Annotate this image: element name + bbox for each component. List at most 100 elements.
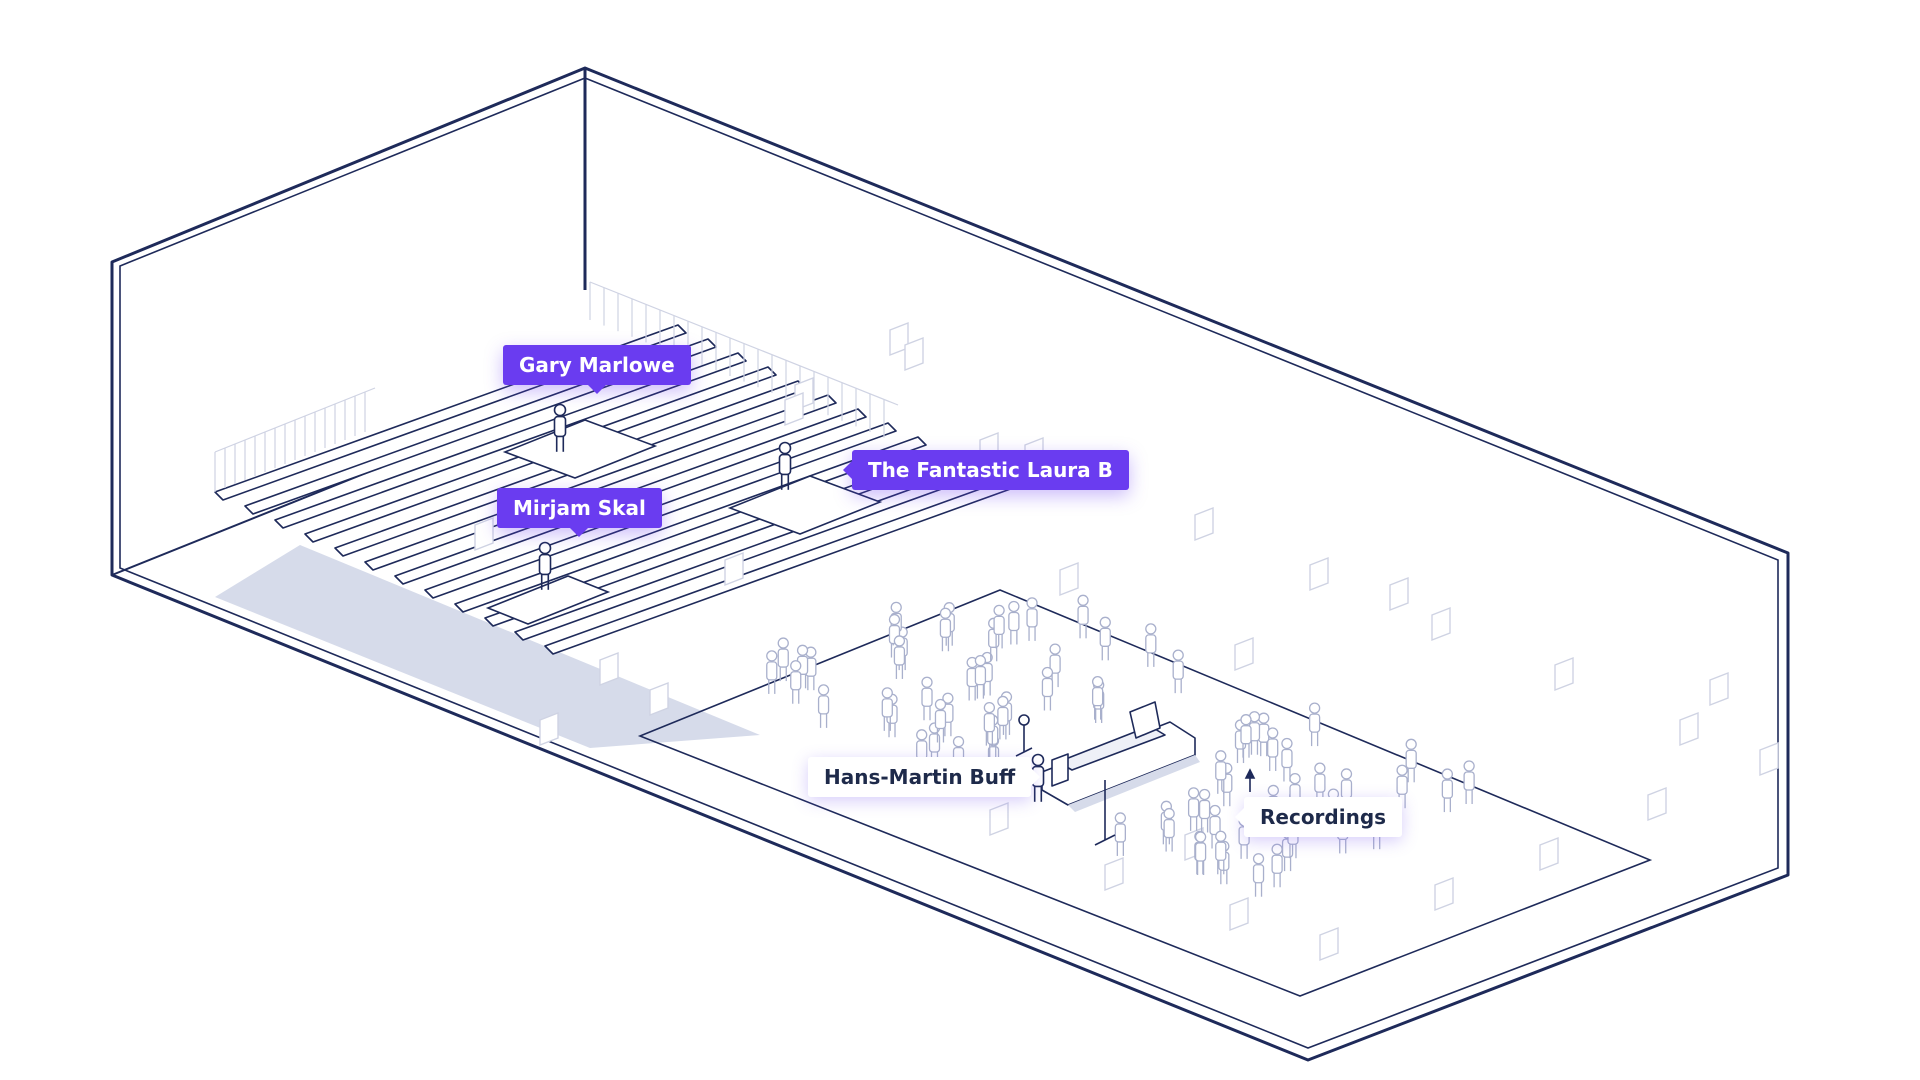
person-body [1172, 660, 1184, 680]
person-body [1114, 823, 1126, 843]
person-head [1441, 768, 1454, 780]
audience-person [881, 687, 893, 731]
audience-person [1248, 711, 1261, 755]
prop-box [1554, 656, 1574, 692]
audience-person [1077, 594, 1089, 639]
audience-person [817, 684, 830, 728]
person-head [1008, 600, 1020, 613]
person-head [766, 650, 778, 662]
callout-label: Gary Marlowe [519, 353, 675, 377]
audience-person [1281, 737, 1293, 782]
person-body [939, 618, 952, 638]
person-body [817, 695, 830, 715]
person-body [1163, 818, 1175, 839]
prop-box [1759, 741, 1779, 777]
person-body [553, 415, 567, 438]
audience-person [1187, 787, 1200, 831]
person-body [1314, 773, 1326, 793]
background-props [474, 321, 1779, 962]
person-body [1041, 677, 1054, 698]
person-head [939, 607, 952, 619]
prop-box [1319, 926, 1339, 962]
audience-person [974, 654, 987, 699]
person-body [1281, 748, 1293, 769]
person-head [1031, 753, 1045, 767]
person-body [1209, 815, 1221, 836]
audience-person [1267, 727, 1279, 771]
prop-box [1647, 786, 1667, 822]
stage-step [274, 352, 747, 529]
person-body [1308, 713, 1321, 733]
prop-box [1059, 561, 1079, 597]
person-head [1271, 843, 1283, 855]
callout-label: Hans-Martin Buff [824, 765, 1016, 789]
person-body [1405, 749, 1417, 769]
person-body [974, 665, 987, 686]
person-head [1215, 750, 1227, 762]
stage-shadow [215, 545, 760, 748]
person-body [538, 553, 552, 576]
room-inner-edges [119, 77, 1779, 1049]
person-head [1289, 772, 1301, 785]
person-head [817, 684, 830, 696]
audience-person [893, 635, 906, 679]
person-body [1240, 725, 1252, 745]
audience-person [1172, 649, 1184, 694]
person-body [1463, 771, 1475, 791]
person-body [1077, 605, 1089, 625]
person-head [1267, 727, 1279, 739]
person-body [893, 646, 906, 666]
audience-person [1215, 830, 1227, 875]
audience-person [993, 604, 1005, 649]
person-head [1145, 623, 1157, 635]
audience-person [796, 644, 809, 689]
audience-person [997, 695, 1009, 740]
person-head [983, 701, 996, 714]
callout-pointer [843, 461, 852, 479]
person-body [1099, 627, 1111, 647]
audience-person [1308, 702, 1321, 747]
person-head [1463, 760, 1475, 772]
prop-box [784, 391, 804, 427]
person-head [1049, 643, 1061, 655]
person-body [1091, 687, 1104, 707]
person-head [1281, 737, 1293, 750]
person-head [1198, 788, 1211, 801]
person-body [1008, 611, 1020, 632]
person-head [553, 403, 567, 417]
callout-hans-martin-buff: Hans-Martin Buff [808, 757, 1041, 797]
person-head [934, 698, 947, 711]
prop-box [649, 681, 669, 717]
audience-person [1145, 623, 1157, 667]
person-head [1405, 738, 1417, 750]
person-head [888, 613, 901, 626]
person-body [1441, 779, 1454, 799]
person-body [1271, 854, 1283, 874]
person-body [1215, 841, 1227, 861]
person-body [921, 687, 933, 707]
prop-box [474, 516, 494, 552]
person-head [1209, 804, 1221, 817]
audience-person [1114, 812, 1126, 856]
person-head [1267, 784, 1279, 797]
audience-person [1240, 714, 1252, 758]
person-head [916, 729, 928, 741]
person-head [1252, 853, 1265, 865]
person-head [890, 601, 902, 614]
prop-box [1389, 576, 1409, 612]
person-head [952, 735, 965, 748]
audience-person [1091, 676, 1104, 720]
railing-top [214, 387, 376, 453]
mixing-desk [1041, 701, 1196, 806]
person-head [1194, 831, 1207, 843]
callout-pointer [1235, 808, 1244, 826]
prop-box [1709, 671, 1729, 707]
callout-pointer [570, 528, 589, 537]
person-body [1026, 608, 1038, 628]
person-body [993, 615, 1005, 636]
recording-mic [1094, 768, 1256, 846]
audience-person [1041, 666, 1054, 711]
person-body [1252, 864, 1265, 884]
audience-person [766, 650, 778, 694]
person-head [1215, 830, 1227, 842]
